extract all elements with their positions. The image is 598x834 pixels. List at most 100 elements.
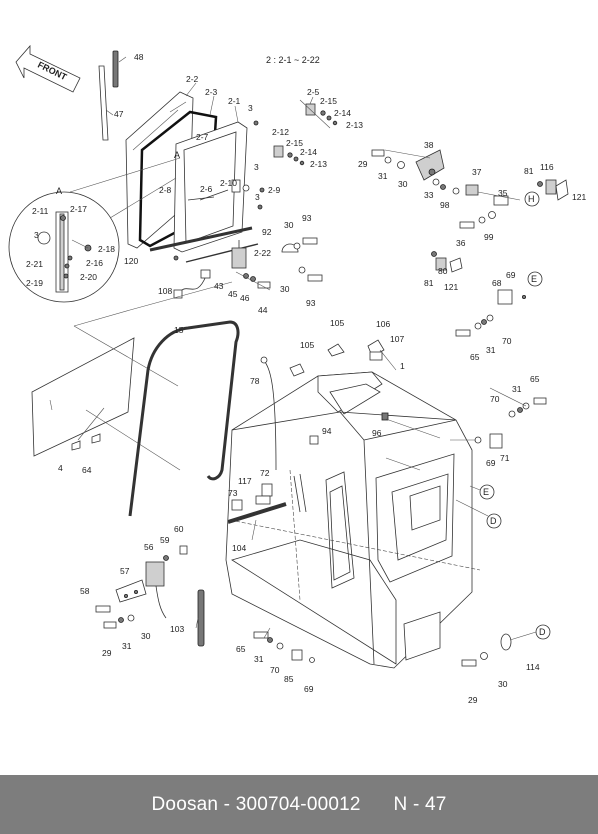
part-label-31b: 31 — [486, 345, 496, 355]
part-label-117: 117 — [238, 476, 252, 486]
part-label-3a: 3 — [248, 103, 253, 113]
part-label-64: 64 — [82, 465, 92, 475]
part-label-106: 106 — [376, 319, 390, 329]
part-label-2-8: 2-8 — [159, 185, 172, 195]
part-label-2-19: 2-19 — [26, 278, 43, 288]
part-label-72: 72 — [260, 468, 270, 478]
part-label-2-2: 2-2 — [186, 74, 199, 84]
part-label-105a: 105 — [330, 318, 344, 328]
part-label-1: 1 — [400, 361, 405, 371]
part-label-30b: 30 — [280, 284, 290, 294]
part-label-80: 80 — [438, 266, 448, 276]
seal-strip-103 — [197, 589, 205, 647]
striker-37 — [459, 184, 521, 229]
part-label-37: 37 — [472, 167, 482, 177]
part-label-65a: 65 — [470, 352, 480, 362]
part-label-31c: 31 — [512, 384, 522, 394]
part-label-2-9: 2-9 — [268, 185, 281, 195]
part-label-31a: 31 — [378, 171, 388, 181]
footer-page: N - 47 — [393, 793, 447, 815]
part-label-31e: 31 — [254, 654, 264, 664]
part-label-68: 68 — [492, 278, 502, 288]
part-label-56: 56 — [144, 542, 154, 552]
part-label-78: 78 — [250, 376, 260, 386]
sensor-108 — [173, 269, 211, 299]
part-label-15: 15 — [174, 325, 184, 335]
part-label-73: 73 — [228, 488, 238, 498]
footer-brand: Doosan — [151, 793, 219, 815]
part-label-46: 46 — [240, 293, 250, 303]
window-rails — [149, 196, 259, 263]
latch-assembly-lower — [273, 145, 305, 166]
part-label-58: 58 — [80, 586, 90, 596]
part-label-99: 99 — [484, 232, 494, 242]
switch-assembly — [95, 545, 188, 629]
part-label-2-14a: 2-14 — [334, 108, 351, 118]
part-label-70b: 70 — [490, 394, 500, 404]
part-label-120: 120 — [124, 256, 138, 266]
cab-bolts — [309, 412, 389, 445]
part-label-98: 98 — [440, 200, 450, 210]
part-label-48: 48 — [134, 52, 144, 62]
part-label-2-15b: 2-15 — [286, 138, 303, 148]
footer-separator: - — [218, 793, 236, 815]
part-label-121b: 121 — [444, 282, 458, 292]
door-glass — [31, 325, 181, 471]
part-label-2-3: 2-3 — [205, 87, 218, 97]
part-label-92: 92 — [262, 227, 272, 237]
part-label-94: 94 — [322, 426, 332, 436]
detail-a-marker: A — [174, 150, 180, 160]
part-label-121a: 121 — [572, 192, 586, 202]
wiper-arm — [98, 65, 109, 141]
wiper-blade — [112, 50, 119, 88]
part-label-4: 4 — [58, 463, 63, 473]
parts-diagram: FRONT 2 : 2-1 ~ 2-22 — [8, 44, 586, 705]
latch-assembly-upper — [299, 99, 338, 129]
part-label-30e: 30 — [498, 679, 508, 689]
callout-d-bottom: D — [535, 624, 551, 640]
part-label-30a: 30 — [284, 220, 294, 230]
bottom-hardware — [253, 631, 315, 663]
part-label-31d: 31 — [122, 641, 132, 651]
detail-a-label: A — [56, 186, 62, 196]
bottom-right-hardware — [461, 631, 537, 667]
part-label-69b: 69 — [486, 458, 496, 468]
part-label-2-7: 2-7 — [196, 132, 209, 142]
part-label-70c: 70 — [270, 665, 280, 675]
svg-text:E: E — [483, 487, 489, 497]
part-label-30c: 30 — [398, 179, 408, 189]
part-label-65c: 65 — [236, 644, 246, 654]
part-label-69a: 69 — [506, 270, 516, 280]
glass-clips-64 — [71, 433, 101, 451]
front-arrow-icon: FRONT — [15, 44, 81, 93]
part-label-43: 43 — [214, 281, 224, 291]
part-label-2-14b: 2-14 — [300, 147, 317, 157]
part-label-81b: 81 — [424, 278, 434, 288]
part-label-29a: 29 — [358, 159, 368, 169]
part-label-33: 33 — [424, 190, 434, 200]
part-label-59: 59 — [160, 535, 170, 545]
part-label-3d: 3 — [34, 230, 39, 240]
part-label-29c: 29 — [468, 695, 478, 705]
callout-e-mid: E — [479, 484, 495, 500]
part-label-96: 96 — [372, 428, 382, 438]
part-label-47: 47 — [114, 109, 124, 119]
svg-text:E: E — [531, 274, 537, 284]
callout-e-top: E — [527, 271, 543, 287]
part-label-104: 104 — [232, 543, 246, 553]
cab-body — [225, 356, 481, 669]
part-label-29b: 29 — [102, 648, 112, 658]
hinge-bracket-38 — [371, 149, 460, 195]
part-label-107: 107 — [390, 334, 404, 344]
part-label-35: 35 — [498, 188, 508, 198]
part-label-60: 60 — [174, 524, 184, 534]
part-label-3b: 3 — [254, 162, 259, 172]
sensor-bracket-116 — [537, 179, 569, 201]
footer-part-number: 300704-00012 — [235, 793, 361, 815]
interior-parts — [227, 483, 287, 524]
part-label-2-5: 2-5 — [307, 87, 320, 97]
part-label-30d: 30 — [141, 631, 151, 641]
part-label-2-6: 2-6 — [200, 184, 213, 194]
part-label-3c: 3 — [255, 192, 260, 202]
part-label-2-12: 2-12 — [272, 127, 289, 137]
